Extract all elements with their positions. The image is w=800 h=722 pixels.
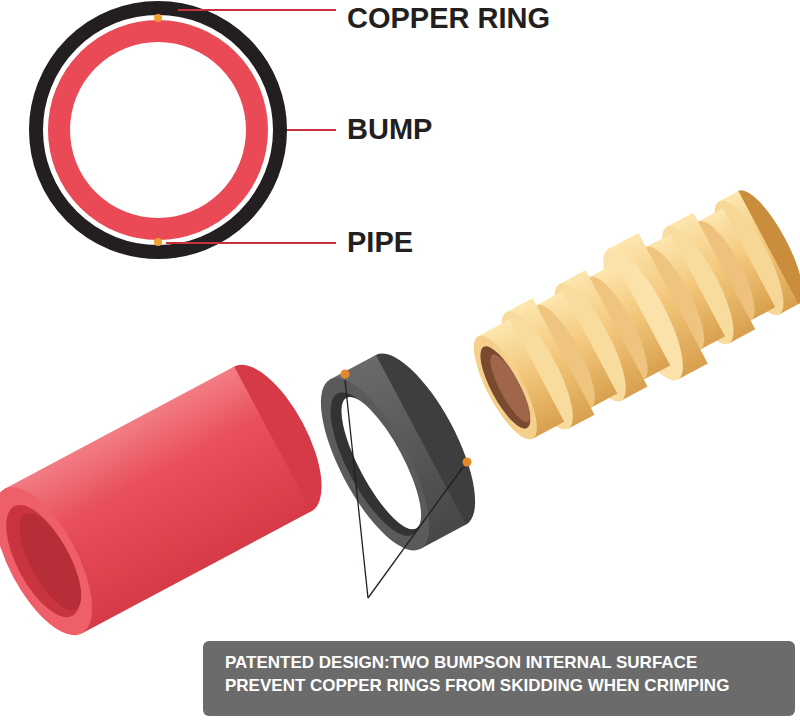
crimp-ring <box>300 339 496 565</box>
brass-fitting-shape <box>484 350 537 426</box>
part-label: BUMP <box>347 114 432 146</box>
cross-section-shape <box>36 8 280 252</box>
part-label: PIPE <box>347 227 413 259</box>
callout-line-shape <box>368 467 463 598</box>
pex-pipe-shape <box>0 473 112 650</box>
pex-pipe <box>0 351 341 650</box>
leader-line-shape <box>178 9 336 11</box>
cross-section-shape <box>154 14 162 22</box>
bump-dot <box>341 370 472 467</box>
crimp-ring-shape <box>300 363 450 564</box>
pex-pipe-shape <box>5 367 312 634</box>
cross-section-shape <box>154 238 162 246</box>
crimp-ring-shape <box>327 387 435 538</box>
leader-line-shape <box>287 129 336 131</box>
bump-dot-shape <box>341 370 350 379</box>
callout-line-shape <box>345 380 368 598</box>
callout-line <box>345 380 463 598</box>
brass-fitting-shape <box>471 340 539 434</box>
cross-section-shape <box>59 31 257 229</box>
brass-fitting-shape <box>462 328 548 447</box>
note-text: PATENTED DESIGN:TWO BUMPSON INTERNAL SUR… <box>225 652 773 698</box>
crimp-ring-shape <box>314 381 437 548</box>
cross-section <box>36 8 280 252</box>
part-label: COPPER RING <box>347 3 550 35</box>
leader-line <box>166 10 336 243</box>
bump-dot-shape <box>463 458 472 467</box>
leader-line-shape <box>166 242 336 244</box>
brass-fitting <box>455 173 800 461</box>
pex-pipe-shape <box>0 494 95 628</box>
note-banner: PATENTED DESIGN:TWO BUMPSON INTERNAL SUR… <box>203 641 795 716</box>
pex-pipe-shape <box>7 505 93 619</box>
